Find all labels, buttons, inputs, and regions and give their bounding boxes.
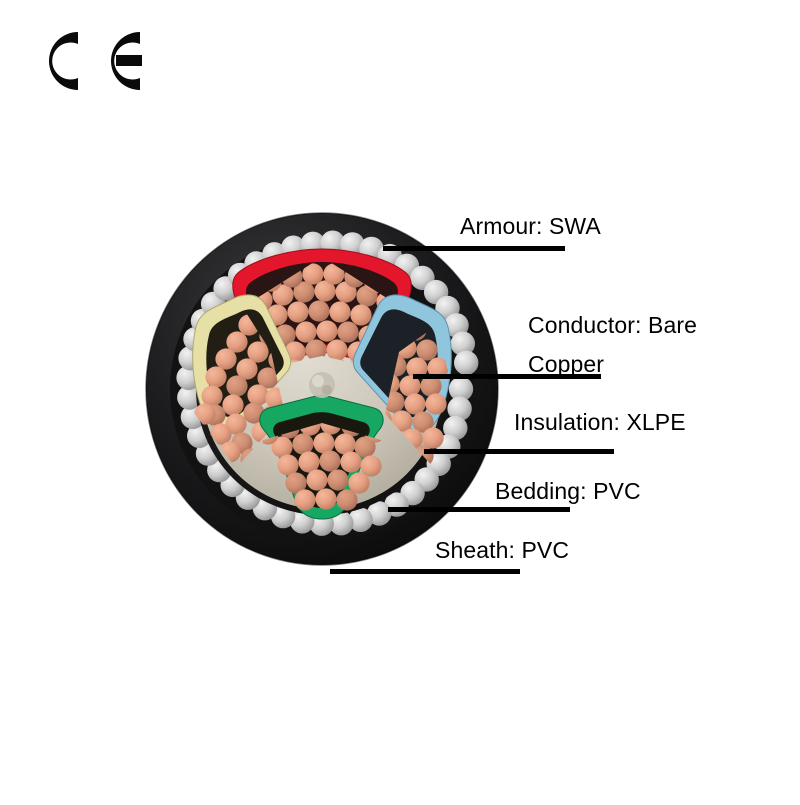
core-yellow bbox=[192, 294, 292, 468]
leader-line-armour bbox=[383, 246, 565, 251]
ce-mark-icon bbox=[30, 26, 150, 96]
leader-line-conductor bbox=[413, 374, 601, 379]
leader-line-bedding bbox=[388, 507, 570, 512]
callout-label-conductor: Conductor: Bare Copper bbox=[528, 312, 697, 378]
callout-label-insulation: Insulation: XLPE bbox=[514, 409, 686, 435]
leader-line-sheath bbox=[330, 569, 520, 574]
leader-line-insulation bbox=[424, 449, 614, 454]
callout-label-sheath: Sheath: PVC bbox=[435, 537, 570, 563]
center-filler bbox=[309, 372, 335, 398]
core-green bbox=[257, 395, 386, 520]
callout-label-bedding: Bedding: PVC bbox=[495, 478, 641, 504]
callout-label-armour: Armour: SWA bbox=[460, 213, 601, 239]
